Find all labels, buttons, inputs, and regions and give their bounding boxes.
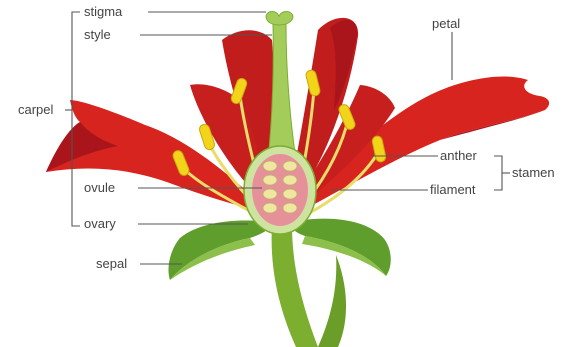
- ovule: [283, 203, 297, 213]
- label-carpel: carpel: [18, 102, 54, 117]
- ovule: [263, 175, 277, 185]
- label-filament: filament: [430, 182, 476, 197]
- stem-and-sepals: [168, 219, 390, 347]
- ovule: [283, 161, 297, 171]
- label-style: style: [84, 27, 111, 42]
- stigma: [266, 12, 293, 26]
- label-ovary: ovary: [84, 216, 116, 231]
- label-stigma: stigma: [84, 4, 123, 19]
- label-stamen: stamen: [512, 165, 555, 180]
- ovule: [263, 203, 277, 213]
- label-petal: petal: [432, 16, 460, 31]
- ovule: [283, 189, 297, 199]
- ovule: [263, 161, 277, 171]
- stamen-bracket: [494, 156, 502, 190]
- label-sepal: sepal: [96, 256, 127, 271]
- ovule: [283, 175, 297, 185]
- ovary-chamber: [252, 154, 308, 226]
- stem-side-leaf: [318, 255, 346, 347]
- label-anther: anther: [440, 148, 478, 163]
- label-ovule: ovule: [84, 180, 115, 195]
- ovule: [263, 189, 277, 199]
